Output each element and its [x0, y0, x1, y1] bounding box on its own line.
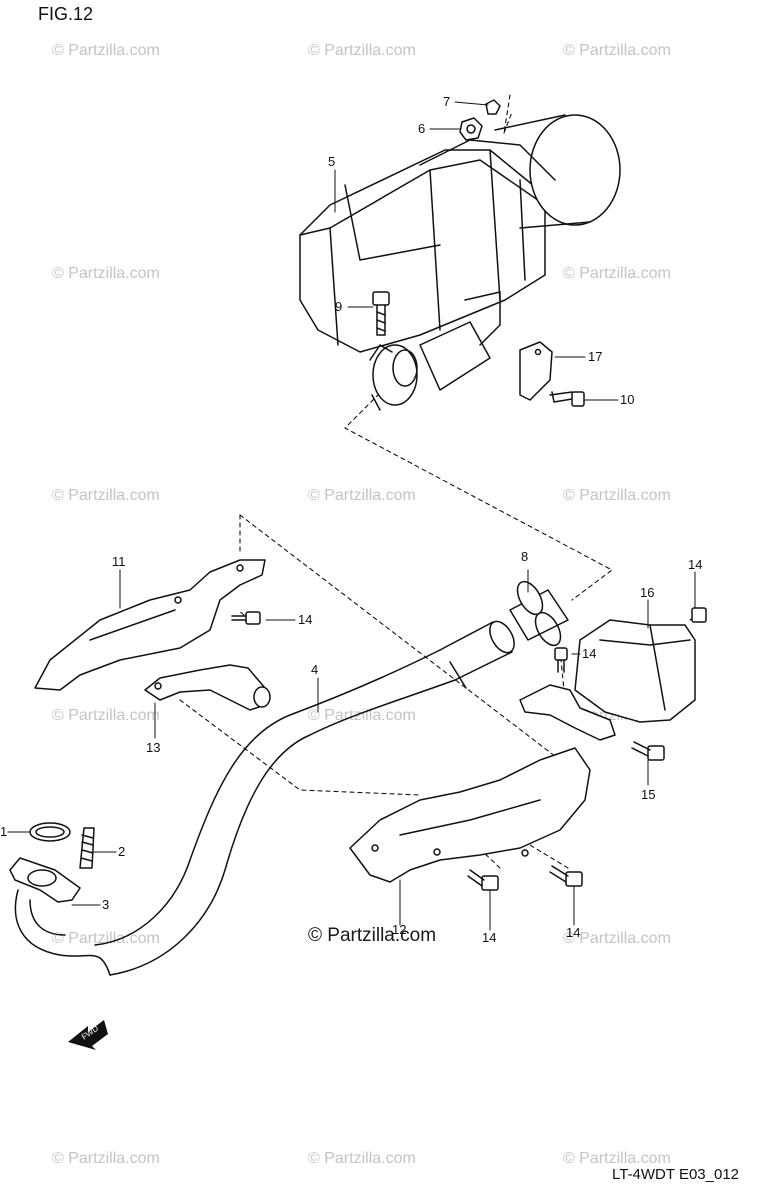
muffler-part-5: [299, 114, 621, 353]
callout-3: 3: [102, 897, 110, 912]
nut-part-6: [459, 117, 483, 141]
watermark: © Partzilla.com: [52, 265, 160, 282]
exhaust-flange-part-3: [9, 857, 111, 976]
stud-part-2: [79, 827, 95, 869]
bolt-part-15: [631, 741, 665, 761]
callout-9: 9: [335, 299, 343, 314]
watermark-prominent: © Partzilla.com: [308, 925, 437, 946]
watermark: © Partzilla.com: [52, 42, 160, 59]
front-direction-arrow-icon: FWD: [68, 1020, 108, 1050]
callout-4: 4: [311, 662, 319, 677]
figure-title: FIG.12: [38, 4, 94, 24]
watermark: © Partzilla.com: [308, 487, 416, 504]
bracket-part-13: [144, 664, 266, 711]
watermark: © Partzilla.com: [563, 42, 671, 59]
callout-15: 15: [641, 787, 656, 802]
watermark: © Partzilla.com: [52, 707, 160, 724]
callout-leaders: [7, 101, 696, 931]
callout-5: 5: [328, 154, 336, 169]
bolt-part-9: [372, 291, 390, 336]
callout-8: 8: [521, 549, 529, 564]
callout-10: 10: [620, 392, 635, 407]
callout-14: 14: [582, 646, 597, 661]
callout-6: 6: [418, 121, 426, 136]
watermark: © Partzilla.com: [308, 42, 416, 59]
heat-shield-part-11: [34, 559, 266, 691]
watermark: © Partzilla.com: [563, 1150, 671, 1167]
exhaust-pipe-part-4: [94, 620, 515, 976]
bolt-part-14: [549, 865, 583, 887]
watermark: © Partzilla.com: [563, 265, 671, 282]
callout-14: 14: [566, 925, 581, 940]
figure-code: LT-4WDT E03_012: [612, 1166, 740, 1183]
watermark: © Partzilla.com: [52, 487, 160, 504]
callout-16: 16: [640, 585, 655, 600]
muffler-inlet: [369, 291, 501, 411]
callout-7: 7: [443, 94, 451, 109]
heat-shield-part-16: [574, 619, 696, 723]
bolt-part-14: [231, 611, 261, 625]
shield-bracket: [519, 684, 616, 741]
watermark: © Partzilla.com: [563, 930, 671, 947]
watermark: © Partzilla.com: [563, 487, 671, 504]
watermark: © Partzilla.com: [308, 707, 416, 724]
watermark: © Partzilla.com: [52, 1150, 160, 1167]
callout-14: 14: [482, 930, 497, 945]
bracket-part-17: [519, 341, 553, 401]
callout-17: 17: [588, 349, 603, 364]
callout-13: 13: [146, 740, 161, 755]
watermark: © Partzilla.com: [52, 930, 160, 947]
heat-shield-part-12: [349, 747, 591, 883]
callout-2: 2: [118, 844, 126, 859]
bolt-part-14: [467, 869, 499, 891]
pipe-sleeve-part-8: [509, 580, 569, 647]
callout-14: 14: [298, 612, 313, 627]
bolt-part-14: [691, 607, 707, 623]
watermark: © Partzilla.com: [308, 1150, 416, 1167]
bolt-part-14: [554, 647, 568, 673]
washer-part-7: [485, 99, 501, 115]
callout-12: 12: [392, 922, 407, 937]
bolt-part-10: [549, 391, 585, 407]
callout-1: 1: [0, 824, 8, 839]
callout-14: 14: [688, 557, 703, 572]
callout-11: 11: [112, 554, 126, 569]
